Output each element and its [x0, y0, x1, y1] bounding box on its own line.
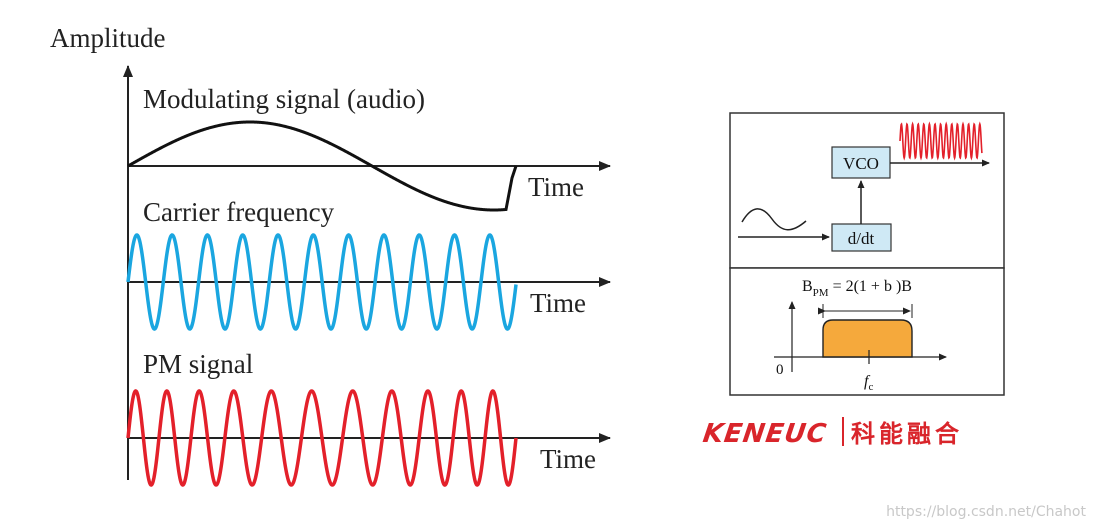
y-axis-label: Amplitude — [50, 23, 166, 53]
vco-output-wave — [899, 121, 983, 161]
pm-signal-label: PM signal — [143, 349, 253, 379]
carrier-frequency-label: Carrier frequency — [143, 197, 335, 227]
carrier-wave — [126, 233, 518, 331]
watermark: https://blog.csdn.net/Chahot — [886, 504, 1086, 520]
bandwidth-formula: BPM = 2(1 + b )B — [802, 278, 912, 299]
time-label-pm: Time — [540, 444, 596, 474]
time-label-carrier: Time — [530, 288, 586, 318]
time-label-modulating: Time — [528, 172, 584, 202]
ddt-label: d/dt — [848, 229, 875, 248]
modulating-signal-label: Modulating signal (audio) — [143, 84, 425, 114]
spectrum-origin-label: 0 — [776, 362, 784, 378]
spectrum-band — [822, 319, 913, 358]
center-frequency-label: fc — [864, 373, 873, 393]
keneuc-logo: KENEUC — [701, 419, 829, 449]
logo-chinese-text: 科能融合 — [851, 420, 963, 448]
vco-box — [831, 146, 891, 179]
vco-label: VCO — [843, 154, 879, 173]
pm-signal-wave — [126, 389, 518, 487]
modulating-signal-wave — [127, 120, 518, 212]
ddt-box — [831, 223, 892, 252]
input-sine-icon — [741, 208, 807, 231]
